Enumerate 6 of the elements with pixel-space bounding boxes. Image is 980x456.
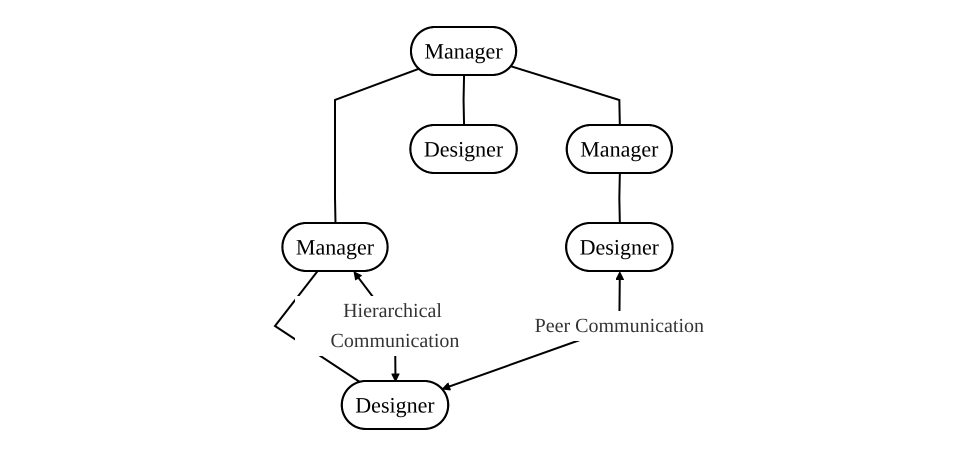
- edge-label: Peer Communication: [535, 314, 705, 337]
- connector: [618, 173, 622, 224]
- edge-label: Hierarchical Communication: [331, 300, 460, 352]
- connector: [512, 65, 622, 126]
- connector: [334, 68, 420, 224]
- connector: [463, 75, 466, 126]
